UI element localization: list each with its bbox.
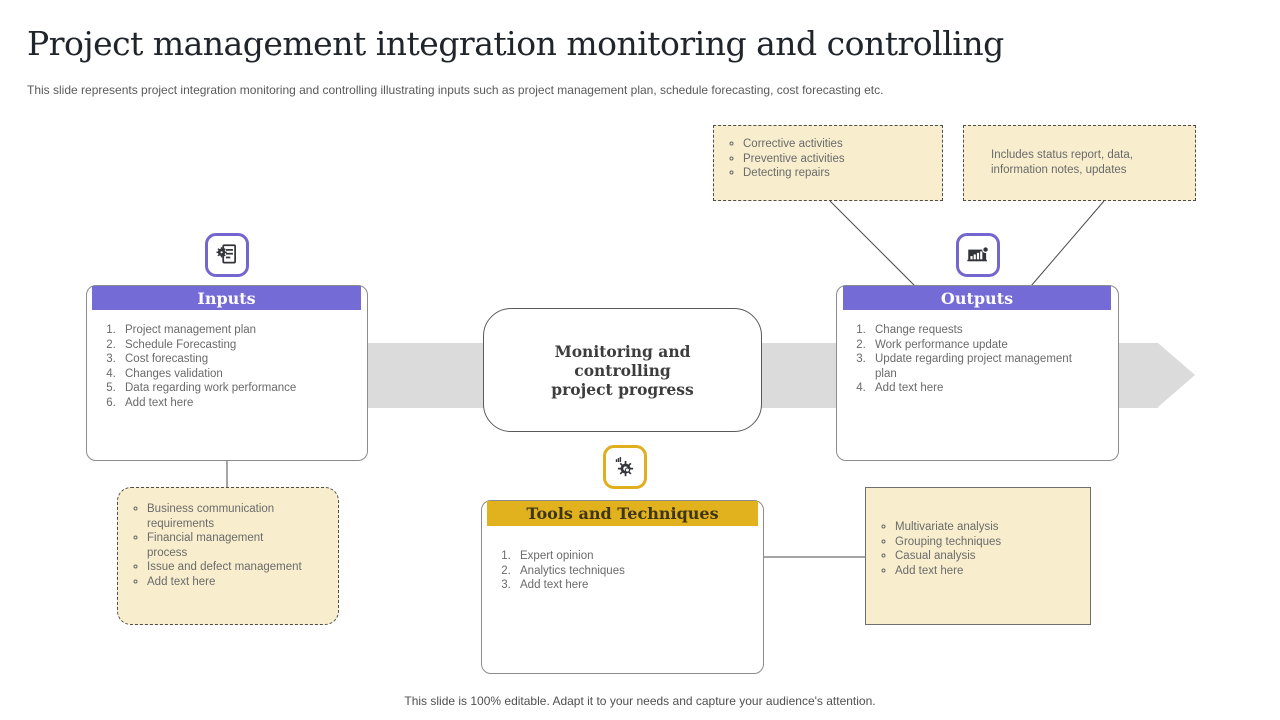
callout-top-left-list: Corrective activitiesPreventive activiti… xyxy=(714,126,942,181)
center-process-box[interactable]: Monitoring and controlling project progr… xyxy=(483,308,762,432)
list-item: Add text here xyxy=(869,381,1108,396)
process-arrow-head xyxy=(1158,343,1195,407)
list-item: Schedule Forecasting xyxy=(119,338,357,353)
list-item: Cost forecasting xyxy=(119,352,357,367)
callout-status-report[interactable]: Includes status report, data, informatio… xyxy=(963,125,1196,201)
outputs-header: Outputs xyxy=(843,286,1111,310)
list-item: Casual analysis xyxy=(895,549,1082,564)
inputs-list: Project management planSchedule Forecast… xyxy=(87,286,367,410)
tools-panel[interactable]: Expert opinionAnalytics techniquesAdd te… xyxy=(481,500,764,674)
list-item: Add text here xyxy=(895,564,1082,579)
tools-header: Tools and Techniques xyxy=(487,501,758,526)
list-item: Analytics techniques xyxy=(514,564,753,579)
list-item: Grouping techniques xyxy=(895,535,1082,550)
clipboard-gear-icon xyxy=(205,233,249,277)
page-title: Project management integration monitorin… xyxy=(27,24,1004,63)
callout-bottom-left-list: Business communication requirementsFinan… xyxy=(118,488,338,589)
outputs-panel[interactable]: Change requestsWork performance updateUp… xyxy=(836,285,1119,461)
list-item: Data regarding work performance xyxy=(119,381,357,396)
list-item: Add text here xyxy=(147,575,330,590)
list-item: Detecting repairs xyxy=(743,166,934,181)
callout-bottom-right-list: Multivariate analysisGrouping techniques… xyxy=(866,488,1090,578)
list-item: Add text here xyxy=(514,578,753,593)
inputs-header: Inputs xyxy=(92,286,361,310)
callout-multivariate-analysis[interactable]: Multivariate analysisGrouping techniques… xyxy=(865,487,1091,625)
list-item: Preventive activities xyxy=(743,152,934,167)
report-chart-icon xyxy=(956,233,1000,277)
list-item: Changes validation xyxy=(119,367,357,382)
outputs-list: Change requestsWork performance updateUp… xyxy=(837,286,1118,396)
footer-note: This slide is 100% editable. Adapt it to… xyxy=(404,694,876,708)
tools-list: Expert opinionAnalytics techniquesAdd te… xyxy=(482,501,763,593)
list-item: Issue and defect management xyxy=(147,560,330,575)
list-item: Financial management process xyxy=(147,531,330,560)
slide-subtitle: This slide represents project integratio… xyxy=(27,83,884,97)
callout-top-right-text: Includes status report, data, informatio… xyxy=(991,149,1133,176)
list-item: Business communication requirements xyxy=(147,502,330,531)
gear-analysis-icon xyxy=(603,445,647,489)
callout-corrective-activities[interactable]: Corrective activitiesPreventive activiti… xyxy=(713,125,943,201)
list-item: Change requests xyxy=(869,323,1108,338)
list-item: Project management plan xyxy=(119,323,357,338)
list-item: Corrective activities xyxy=(743,137,934,152)
list-item: Add text here xyxy=(119,396,357,411)
callout-business-communication[interactable]: Business communication requirementsFinan… xyxy=(117,487,339,625)
inputs-panel[interactable]: Project management planSchedule Forecast… xyxy=(86,285,368,461)
list-item: Work performance update xyxy=(869,338,1108,353)
list-item: Update regarding project management plan xyxy=(869,352,1108,381)
list-item: Multivariate analysis xyxy=(895,520,1082,535)
list-item: Expert opinion xyxy=(514,549,753,564)
